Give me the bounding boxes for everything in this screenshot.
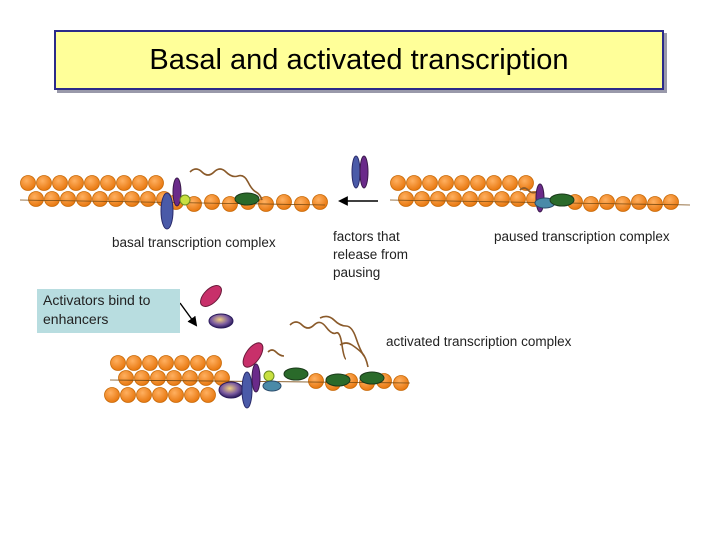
nucleosome [124,191,140,207]
nucleosome [148,175,164,191]
nucleosome [200,387,216,403]
title-box: Basal and activated transcription [54,30,664,90]
nucleosome [190,355,206,371]
nucleosome [68,175,84,191]
label-paused-complex: paused transcription complex [494,229,670,244]
nucleosome [110,355,126,371]
nucleosome [398,191,414,207]
nucleosome [100,175,116,191]
nucleosome [60,191,76,207]
nucleosome [132,175,148,191]
nucleosome [28,191,44,207]
nucleosome [108,191,124,207]
nucleosome [118,370,134,386]
nucleosome [104,387,120,403]
rna-strand-5 [339,342,369,368]
nucleosome [414,191,430,207]
nucleosome [84,175,100,191]
nucleosome [312,194,328,210]
rna-strand-1 [189,168,263,201]
nucleosome [276,194,292,210]
label-factors-2: release from [333,247,409,262]
nucleosome [390,175,406,191]
basal-complex-proteins [160,177,260,230]
nucleosome [486,175,502,191]
nucleosome [462,191,478,207]
nucleosome [438,175,454,191]
nucleosome [406,175,422,191]
nucleosome [140,191,156,207]
nucleosome [142,355,158,371]
nucleosome [478,191,494,207]
nucleosome [126,355,142,371]
nucleosome [430,191,446,207]
label-activated-complex: activated transcription complex [386,334,572,349]
activator-note-line-1: Activators bind to [43,292,151,308]
nucleosome [599,194,615,210]
factor-blue [160,192,174,230]
nucleosome [136,387,152,403]
nucleosome [182,370,198,386]
nucleosome [52,175,68,191]
nucleosome [510,191,526,207]
nucleosome [663,194,679,210]
nucleosome [174,355,190,371]
free-activators [200,285,234,329]
activated-complex-proteins [218,342,385,409]
nucleosome [470,175,486,191]
nucleosome [308,373,324,389]
activator-note-line-2: enhancers [43,311,109,327]
nucleosome [294,196,310,212]
nucleosome [76,191,92,207]
factor-yellow [179,194,191,206]
nucleosome [44,191,60,207]
nucleosome [206,355,222,371]
paused-complex-proteins [534,183,575,213]
rna-strand-4 [319,315,365,357]
nucleosome [631,194,647,210]
activator-arrow [179,302,198,327]
label-factors-1: factors that [333,229,400,244]
label-basal-complex: basal transcription complex [112,235,276,250]
nucleosome [166,370,182,386]
rna-strand-3 [289,321,347,360]
nucleosome [454,175,470,191]
nucleosome [116,175,132,191]
nucleosome [120,387,136,403]
nucleosome [494,191,510,207]
slide-title: Basal and activated transcription [149,43,569,76]
polymerase [234,192,260,206]
nucleosome [184,387,200,403]
nucleosome [168,387,184,403]
nucleosome [518,175,534,191]
nucleosome [150,370,166,386]
activator-note: Activators bind to enhancers [37,289,180,333]
nucleosome [92,191,108,207]
factor-purple [172,177,182,207]
nucleosome [20,175,36,191]
nucleosome [134,370,150,386]
nucleosome [583,196,599,212]
release-factor [351,155,369,189]
nucleosome [502,175,518,191]
nucleosome [204,194,220,210]
nucleosome [422,175,438,191]
nucleosome [198,370,214,386]
nucleosome [36,175,52,191]
nucleosome [152,387,168,403]
nucleosome [222,196,238,212]
label-factors-3: pausing [333,265,381,280]
nucleosome [446,191,462,207]
nucleosome [158,355,174,371]
rna-strand-6 [267,349,285,357]
